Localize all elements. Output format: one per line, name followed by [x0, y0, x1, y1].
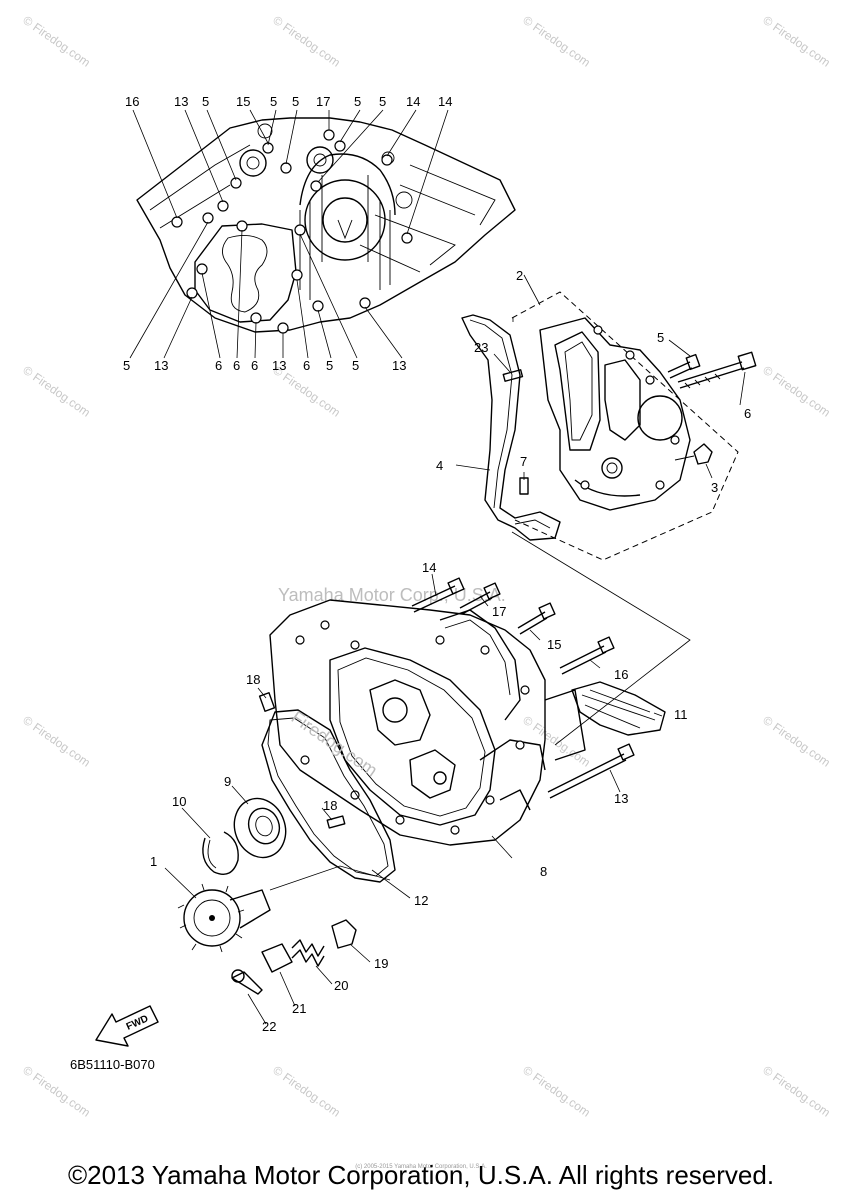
- callout-6-bot-b: 6: [233, 358, 240, 373]
- callout-14-top-b: 14: [438, 94, 452, 109]
- watermark-5: © Firedog.com: [20, 363, 93, 420]
- callout-5-top-e: 5: [379, 94, 386, 109]
- callout-5-top-b: 5: [270, 94, 277, 109]
- leaders-pump: [455, 274, 746, 746]
- callout-21: 21: [292, 1001, 306, 1016]
- watermark-1: © Firedog.com: [20, 13, 93, 70]
- callout-11: 11: [674, 707, 688, 722]
- callout-4: 4: [436, 458, 443, 473]
- leaders-cover: [164, 573, 663, 1025]
- callout-13-bot-a: 13: [154, 358, 168, 373]
- callout-5-top-d: 5: [354, 94, 361, 109]
- watermark-3: © Firedog.com: [520, 13, 593, 70]
- callout-12: 12: [414, 893, 428, 908]
- callout-16-top: 16: [125, 94, 139, 109]
- watermark-14: © Firedog.com: [760, 1063, 833, 1120]
- watermark-4: © Firedog.com: [760, 13, 833, 70]
- callout-13-bot-c: 13: [392, 358, 406, 373]
- callout-8: 8: [540, 864, 547, 879]
- small-print: (c) 2005-2015 Yamaha Motor Corporation, …: [355, 1164, 487, 1170]
- callout-5-pump: 5: [657, 330, 664, 345]
- callout-3: 3: [711, 480, 718, 495]
- callout-6-pump: 6: [744, 406, 751, 421]
- callout-15-cover: 15: [547, 637, 561, 652]
- callout-19: 19: [374, 956, 388, 971]
- callout-13-cover: 13: [614, 791, 628, 806]
- callout-5-top-c: 5: [292, 94, 299, 109]
- leaders-top: [129, 109, 449, 359]
- callout-14-top-a: 14: [406, 94, 420, 109]
- watermark-9: © Firedog.com: [520, 713, 593, 770]
- callout-15-top: 15: [236, 94, 250, 109]
- callout-7: 7: [520, 454, 527, 469]
- callout-23: 23: [474, 340, 488, 355]
- callout-22: 22: [262, 1019, 276, 1034]
- callout-9: 9: [224, 774, 231, 789]
- callout-5-bot-b: 5: [326, 358, 333, 373]
- callout-16-cover: 16: [614, 667, 628, 682]
- callout-5-bot-a: 5: [123, 358, 130, 373]
- oil-pump-assembly: [461, 291, 757, 561]
- callout-13-top-a: 13: [174, 94, 188, 109]
- callout-17-cover: 17: [492, 604, 506, 619]
- fwd-arrow: FWD: [95, 1005, 159, 1047]
- callout-14-cover: 14: [422, 560, 436, 575]
- callout-2: 2: [516, 268, 523, 283]
- callout-5-bot-c: 5: [352, 358, 359, 373]
- callout-13-bot-b: 13: [272, 358, 286, 373]
- watermark-diagonal: Firedog.com: [288, 707, 381, 781]
- watermark-8: © Firedog.com: [20, 713, 93, 770]
- callout-6-bot-d: 6: [303, 358, 310, 373]
- watermark-2: © Firedog.com: [270, 13, 343, 70]
- watermark-10: © Firedog.com: [760, 713, 833, 770]
- watermark-13: © Firedog.com: [520, 1063, 593, 1120]
- copyright-notice: ©2013 Yamaha Motor Corporation, U.S.A. A…: [67, 1160, 775, 1190]
- callout-17-top: 17: [316, 94, 330, 109]
- callout-labels: 16 13 5 15 5 5 17 5 5 14 14 5 13 6 6 6 1…: [123, 94, 751, 1034]
- watermark-7: © Firedog.com: [760, 363, 833, 420]
- diagram-code: 6B51110-B070: [70, 1057, 155, 1072]
- callout-6-bot-c: 6: [251, 358, 258, 373]
- crankcase-inner-view: [136, 117, 516, 334]
- callout-1: 1: [150, 854, 157, 869]
- callout-10: 10: [172, 794, 186, 809]
- callout-6-bot-a: 6: [215, 358, 222, 373]
- callout-18-lower: 18: [323, 798, 337, 813]
- callout-20: 20: [334, 978, 348, 993]
- watermark-12: © Firedog.com: [270, 1063, 343, 1120]
- crankcase-cover: [177, 577, 666, 995]
- callout-5-top-a: 5: [202, 94, 209, 109]
- callout-18-upper: 18: [246, 672, 260, 687]
